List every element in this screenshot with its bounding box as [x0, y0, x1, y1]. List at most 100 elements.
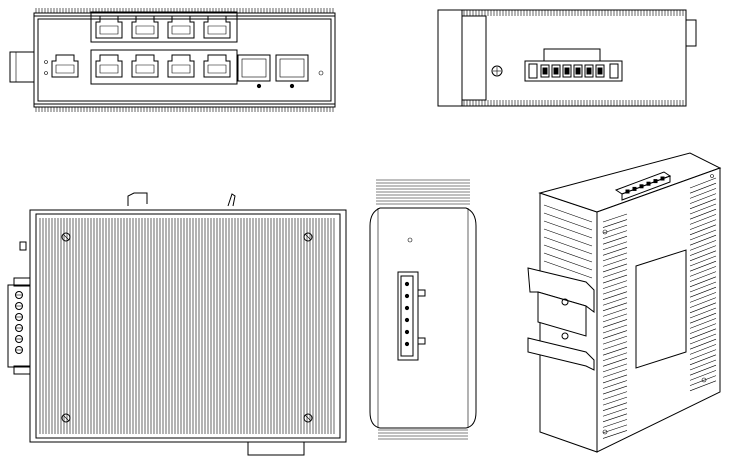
fin-line — [602, 324, 628, 334]
rj45-port-set — [51, 15, 231, 78]
side-screws — [61, 232, 313, 423]
rj45-contacts — [99, 64, 119, 74]
fin-line — [602, 258, 628, 267]
iso-terminal-pins — [625, 176, 665, 194]
rj45-port — [167, 15, 195, 39]
terminal-pin — [404, 281, 410, 287]
terminal-pin — [586, 67, 592, 75]
side-view — [7, 192, 347, 456]
rj45-contacts — [135, 25, 155, 35]
power-connector-stub — [9, 51, 35, 83]
terminal-slot — [551, 64, 561, 78]
back-led — [407, 237, 413, 243]
fin-line — [602, 247, 628, 256]
fin-line — [689, 224, 717, 236]
terminal-block-header — [543, 48, 601, 62]
back-terminal-inner — [400, 275, 414, 357]
rj45-port — [95, 54, 123, 78]
fin-line — [689, 286, 717, 298]
fin-line — [689, 312, 717, 324]
fin-line — [602, 363, 628, 373]
terminal-screw — [15, 291, 23, 299]
terminal-slot — [584, 64, 594, 78]
din-clip-latch — [227, 193, 236, 207]
fin-line — [689, 344, 717, 355]
fin-line — [689, 214, 717, 225]
iso-left-fins — [543, 204, 593, 279]
fin-line — [602, 352, 628, 362]
terminal-block-tab-left — [528, 63, 538, 79]
fin-line — [689, 354, 717, 366]
back-fins-bottom — [378, 429, 468, 440]
fin-line — [602, 274, 628, 284]
fin-line — [689, 276, 717, 288]
fin-line — [689, 364, 717, 376]
iso-right-fins — [602, 177, 717, 439]
fin-line — [689, 198, 717, 210]
fin-line — [602, 241, 628, 251]
back-body — [369, 207, 477, 429]
fin-line — [602, 341, 628, 350]
terminal-pin — [553, 67, 559, 75]
rj45-port — [203, 54, 231, 78]
fin-line — [602, 308, 628, 317]
fin-line — [602, 291, 628, 300]
top-view — [437, 9, 697, 107]
fin-line — [689, 208, 717, 220]
terminal-screw — [15, 313, 23, 321]
fin-line — [602, 419, 628, 428]
fin-line — [602, 319, 628, 328]
fin-line — [689, 182, 717, 194]
rj45-port — [51, 54, 79, 78]
rj45-contacts — [207, 25, 227, 35]
fin-line — [602, 263, 628, 273]
terminal-pin — [653, 179, 658, 184]
fin-line — [602, 296, 628, 306]
terminal-pin — [660, 176, 665, 181]
fin-line — [602, 213, 628, 223]
fin-line — [689, 266, 717, 277]
terminal-pin — [646, 181, 651, 186]
fin-line — [602, 385, 628, 395]
side-terminal-block — [7, 284, 31, 368]
side-heatsink-frame — [35, 213, 341, 439]
fin-line — [543, 260, 593, 279]
fin-line — [543, 204, 593, 223]
heatsink-screw — [61, 232, 71, 242]
terminal-pins — [540, 64, 605, 78]
top-din-clip — [685, 19, 697, 47]
din-rail-screw-bottom — [561, 332, 569, 340]
side-body — [29, 209, 347, 443]
heatsink-screw-slot — [62, 414, 70, 422]
terminal-slot — [562, 64, 572, 78]
fin-line — [689, 250, 717, 262]
back-terminal-block — [397, 271, 419, 361]
fin-line — [543, 236, 593, 255]
rj45-contacts — [99, 25, 119, 35]
top-end-ridge — [461, 15, 487, 101]
din-rail-web — [537, 291, 587, 337]
front-view — [9, 8, 336, 112]
lower-port-group — [90, 49, 238, 85]
fin-line — [602, 252, 628, 262]
terminal-slot — [595, 64, 605, 78]
fin-line — [689, 323, 717, 334]
rj45-port — [167, 54, 195, 78]
top-body — [461, 9, 687, 107]
terminal-pin — [639, 184, 644, 189]
fin-line — [689, 338, 717, 350]
upper-port-group — [90, 11, 238, 43]
top-fins-upper — [463, 10, 684, 16]
fin-line — [602, 235, 628, 245]
fin-line — [602, 269, 628, 278]
terminal-pin — [404, 317, 410, 323]
fin-line — [602, 391, 628, 400]
fin-line — [602, 374, 628, 384]
terminal-pin — [404, 293, 410, 299]
terminal-slot — [540, 64, 550, 78]
fin-line — [543, 244, 593, 263]
fin-line — [602, 330, 628, 339]
fin-line — [689, 318, 717, 329]
back-terminal-pins — [404, 281, 410, 347]
